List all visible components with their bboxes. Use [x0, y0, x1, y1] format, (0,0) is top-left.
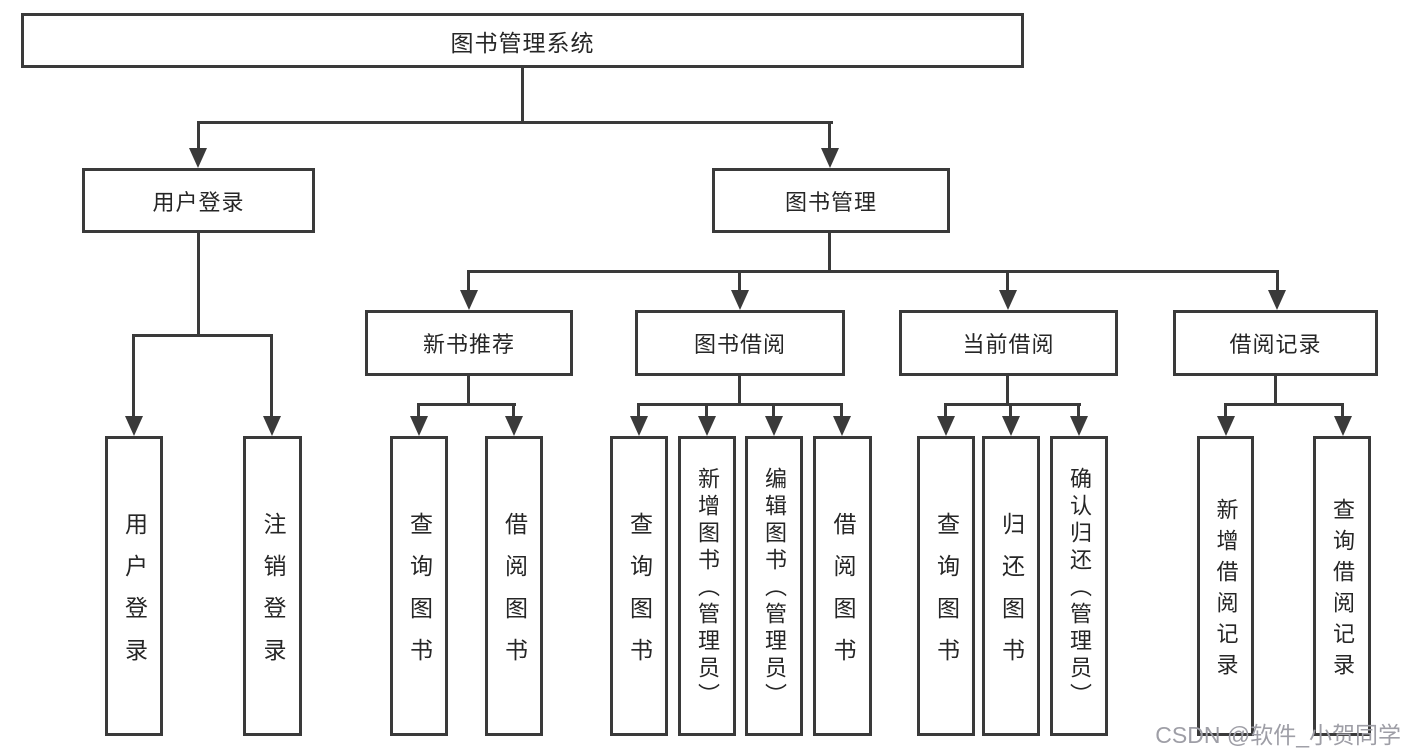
arrow-down — [1268, 290, 1286, 310]
arrow-down — [999, 290, 1017, 310]
connector-line — [944, 403, 1081, 406]
node-borrowing-query-books: 查询图书 — [610, 436, 668, 736]
connector-line — [1009, 403, 1012, 418]
csdn-watermark: CSDN @软件_小贺同学 — [1155, 722, 1401, 748]
connector-line — [1276, 270, 1279, 293]
arrow-down — [410, 416, 428, 436]
arrow-down — [189, 148, 207, 168]
connector-line — [417, 403, 516, 406]
node-book-borrowing: 图书借阅 — [635, 310, 845, 376]
node-user-login-branch: 用户登录 — [82, 168, 315, 233]
node-root: 图书管理系统 — [21, 13, 1024, 68]
connector-line — [1274, 376, 1277, 406]
connector-line — [772, 403, 775, 418]
node-borrowing-edit-books-admin: 编辑图书（管理员） — [745, 436, 803, 736]
connector-line — [1006, 270, 1009, 293]
node-current-return-books: 归还图书 — [982, 436, 1040, 736]
arrow-down — [505, 416, 523, 436]
node-current-query-books: 查询图书 — [917, 436, 975, 736]
arrow-down — [125, 416, 143, 436]
arrow-down — [821, 148, 839, 168]
arrow-down — [1002, 416, 1020, 436]
arrow-down — [833, 416, 851, 436]
connector-line — [132, 334, 135, 418]
connector-line — [197, 233, 200, 337]
connector-line — [1077, 403, 1080, 418]
node-new-book-recommend: 新书推荐 — [365, 310, 573, 376]
node-book-management-branch: 图书管理 — [712, 168, 950, 233]
connector-line — [637, 403, 843, 406]
node-records-query-record: 查询借阅记录 — [1313, 436, 1371, 736]
node-records-add-record: 新增借阅记录 — [1197, 436, 1254, 736]
arrow-down — [630, 416, 648, 436]
connector-line — [705, 403, 708, 418]
connector-line — [738, 376, 741, 406]
connector-line — [270, 334, 273, 418]
arrow-down — [731, 290, 749, 310]
arrow-down — [698, 416, 716, 436]
node-current-confirm-return-admin: 确认归还（管理员） — [1050, 436, 1108, 736]
node-user-login: 用户登录 — [105, 436, 163, 736]
node-current-borrowing: 当前借阅 — [899, 310, 1118, 376]
connector-line — [1006, 376, 1009, 406]
node-borrowing-add-books-admin: 新增图书（管理员） — [678, 436, 736, 736]
node-borrowing-borrow-books: 借阅图书 — [813, 436, 872, 736]
arrow-down — [1334, 416, 1352, 436]
connector-line — [521, 68, 524, 124]
node-borrowing-records: 借阅记录 — [1173, 310, 1378, 376]
connector-line — [828, 233, 831, 273]
connector-line — [512, 403, 515, 418]
connector-line — [1341, 403, 1344, 418]
arrow-down — [937, 416, 955, 436]
connector-line — [1224, 403, 1344, 406]
connector-line — [637, 403, 640, 418]
connector-line — [132, 334, 273, 337]
node-recommend-borrow-books: 借阅图书 — [485, 436, 543, 736]
connector-line — [828, 121, 831, 151]
connector-line — [1224, 403, 1227, 418]
connector-line — [738, 270, 741, 293]
connector-line — [840, 403, 843, 418]
arrow-down — [460, 290, 478, 310]
arrow-down — [1070, 416, 1088, 436]
node-recommend-query-books: 查询图书 — [390, 436, 448, 736]
connector-line — [467, 270, 470, 293]
node-logout: 注销登录 — [243, 436, 302, 736]
arrow-down — [263, 416, 281, 436]
connector-line — [197, 121, 200, 151]
connector-line — [467, 376, 470, 406]
connector-line — [944, 403, 947, 418]
arrow-down — [765, 416, 783, 436]
connector-line — [417, 403, 420, 418]
arrow-down — [1217, 416, 1235, 436]
connector-line — [467, 270, 1279, 273]
connector-line — [197, 121, 833, 124]
